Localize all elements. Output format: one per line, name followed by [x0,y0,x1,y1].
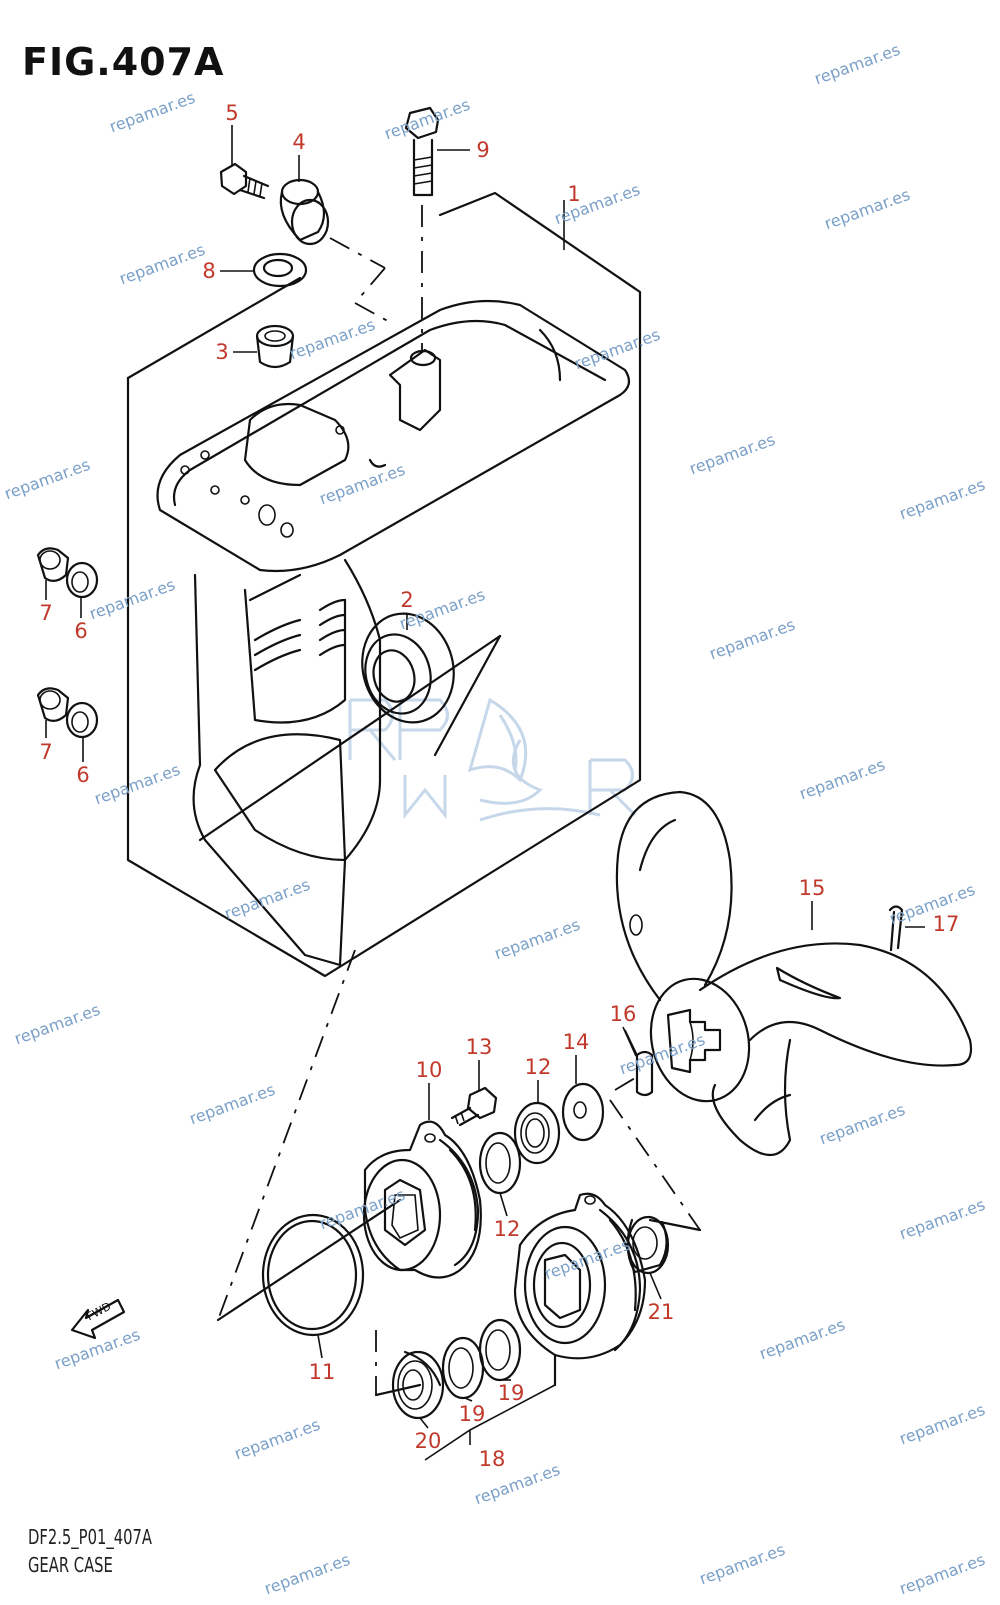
sleeve-part-4[interactable] [279,178,330,246]
washer-part-6-lower[interactable] [65,701,99,739]
gear-case-body[interactable] [156,299,631,967]
bolt-part-9[interactable] [404,106,440,197]
figure-caption: GEAR CASE [28,1553,113,1577]
plug-part-7-upper[interactable] [36,547,70,582]
bolt-part-13[interactable] [450,1086,498,1127]
callout-c13[interactable]: 13 [465,1035,493,1059]
figure-title: FIG.407A [22,40,225,84]
model-code: DF2.5_P01_407A [28,1525,152,1549]
callout-c19b[interactable]: 19 [497,1381,525,1405]
seal-part-19-left[interactable] [441,1336,485,1400]
seal-part-19-right[interactable] [478,1318,522,1382]
callout-c9[interactable]: 9 [476,138,490,162]
callout-c15[interactable]: 15 [798,876,826,900]
callout-c8[interactable]: 8 [202,259,216,283]
callout-c7b[interactable]: 7 [39,740,53,764]
cotter-pin-part-17[interactable] [888,905,925,952]
o-ring-part-11[interactable] [261,1213,365,1359]
callout-c20[interactable]: 20 [414,1429,442,1453]
washer-part-14[interactable] [561,1082,605,1142]
exploded-view-lines [198,634,702,1397]
callout-c11[interactable]: 11 [308,1360,336,1384]
bolt-part-5[interactable] [219,162,270,200]
gear-case-box [126,191,642,978]
plug-part-7-lower[interactable] [36,687,70,722]
seal-part-12-upper[interactable] [513,1101,561,1165]
callout-c10[interactable]: 10 [415,1058,443,1082]
callout-c1[interactable]: 1 [567,182,581,206]
washer-part-6-upper[interactable] [65,561,99,599]
callout-c6a[interactable]: 6 [74,619,88,643]
dash-4 [329,237,386,269]
callout-c3[interactable]: 3 [215,340,229,364]
callout-c18[interactable]: 18 [478,1447,506,1471]
callout-c7a[interactable]: 7 [39,601,53,625]
callout-c12b[interactable]: 12 [493,1217,521,1241]
callout-c4[interactable]: 4 [292,130,306,154]
housing-part-10[interactable] [362,1120,482,1279]
callout-c2[interactable]: 2 [400,588,414,612]
leader-lines [45,125,813,1461]
dash-4c [354,302,396,326]
callout-c5[interactable]: 5 [225,101,239,125]
callout-c14[interactable]: 14 [562,1030,590,1054]
bearing-part-2[interactable] [350,603,465,733]
callout-c19a[interactable]: 19 [458,1402,486,1426]
bushing-part-3[interactable] [255,324,295,369]
fwd-arrow-icon [70,1298,126,1340]
seal-part-8[interactable] [252,252,308,288]
bushing-part-21[interactable] [626,1215,670,1275]
callout-c12a[interactable]: 12 [524,1055,552,1079]
callout-c16[interactable]: 16 [609,1002,637,1026]
callout-c17[interactable]: 17 [932,912,960,936]
callout-c21[interactable]: 21 [647,1300,675,1324]
background-logo [348,697,637,822]
dash-4b [354,267,386,304]
seal-part-12-lower[interactable] [478,1131,522,1195]
propeller-part-15[interactable] [615,790,973,1156]
bearing-part-20[interactable] [391,1350,445,1420]
callout-c6b[interactable]: 6 [76,763,90,787]
housing-part-18[interactable] [513,1192,647,1360]
